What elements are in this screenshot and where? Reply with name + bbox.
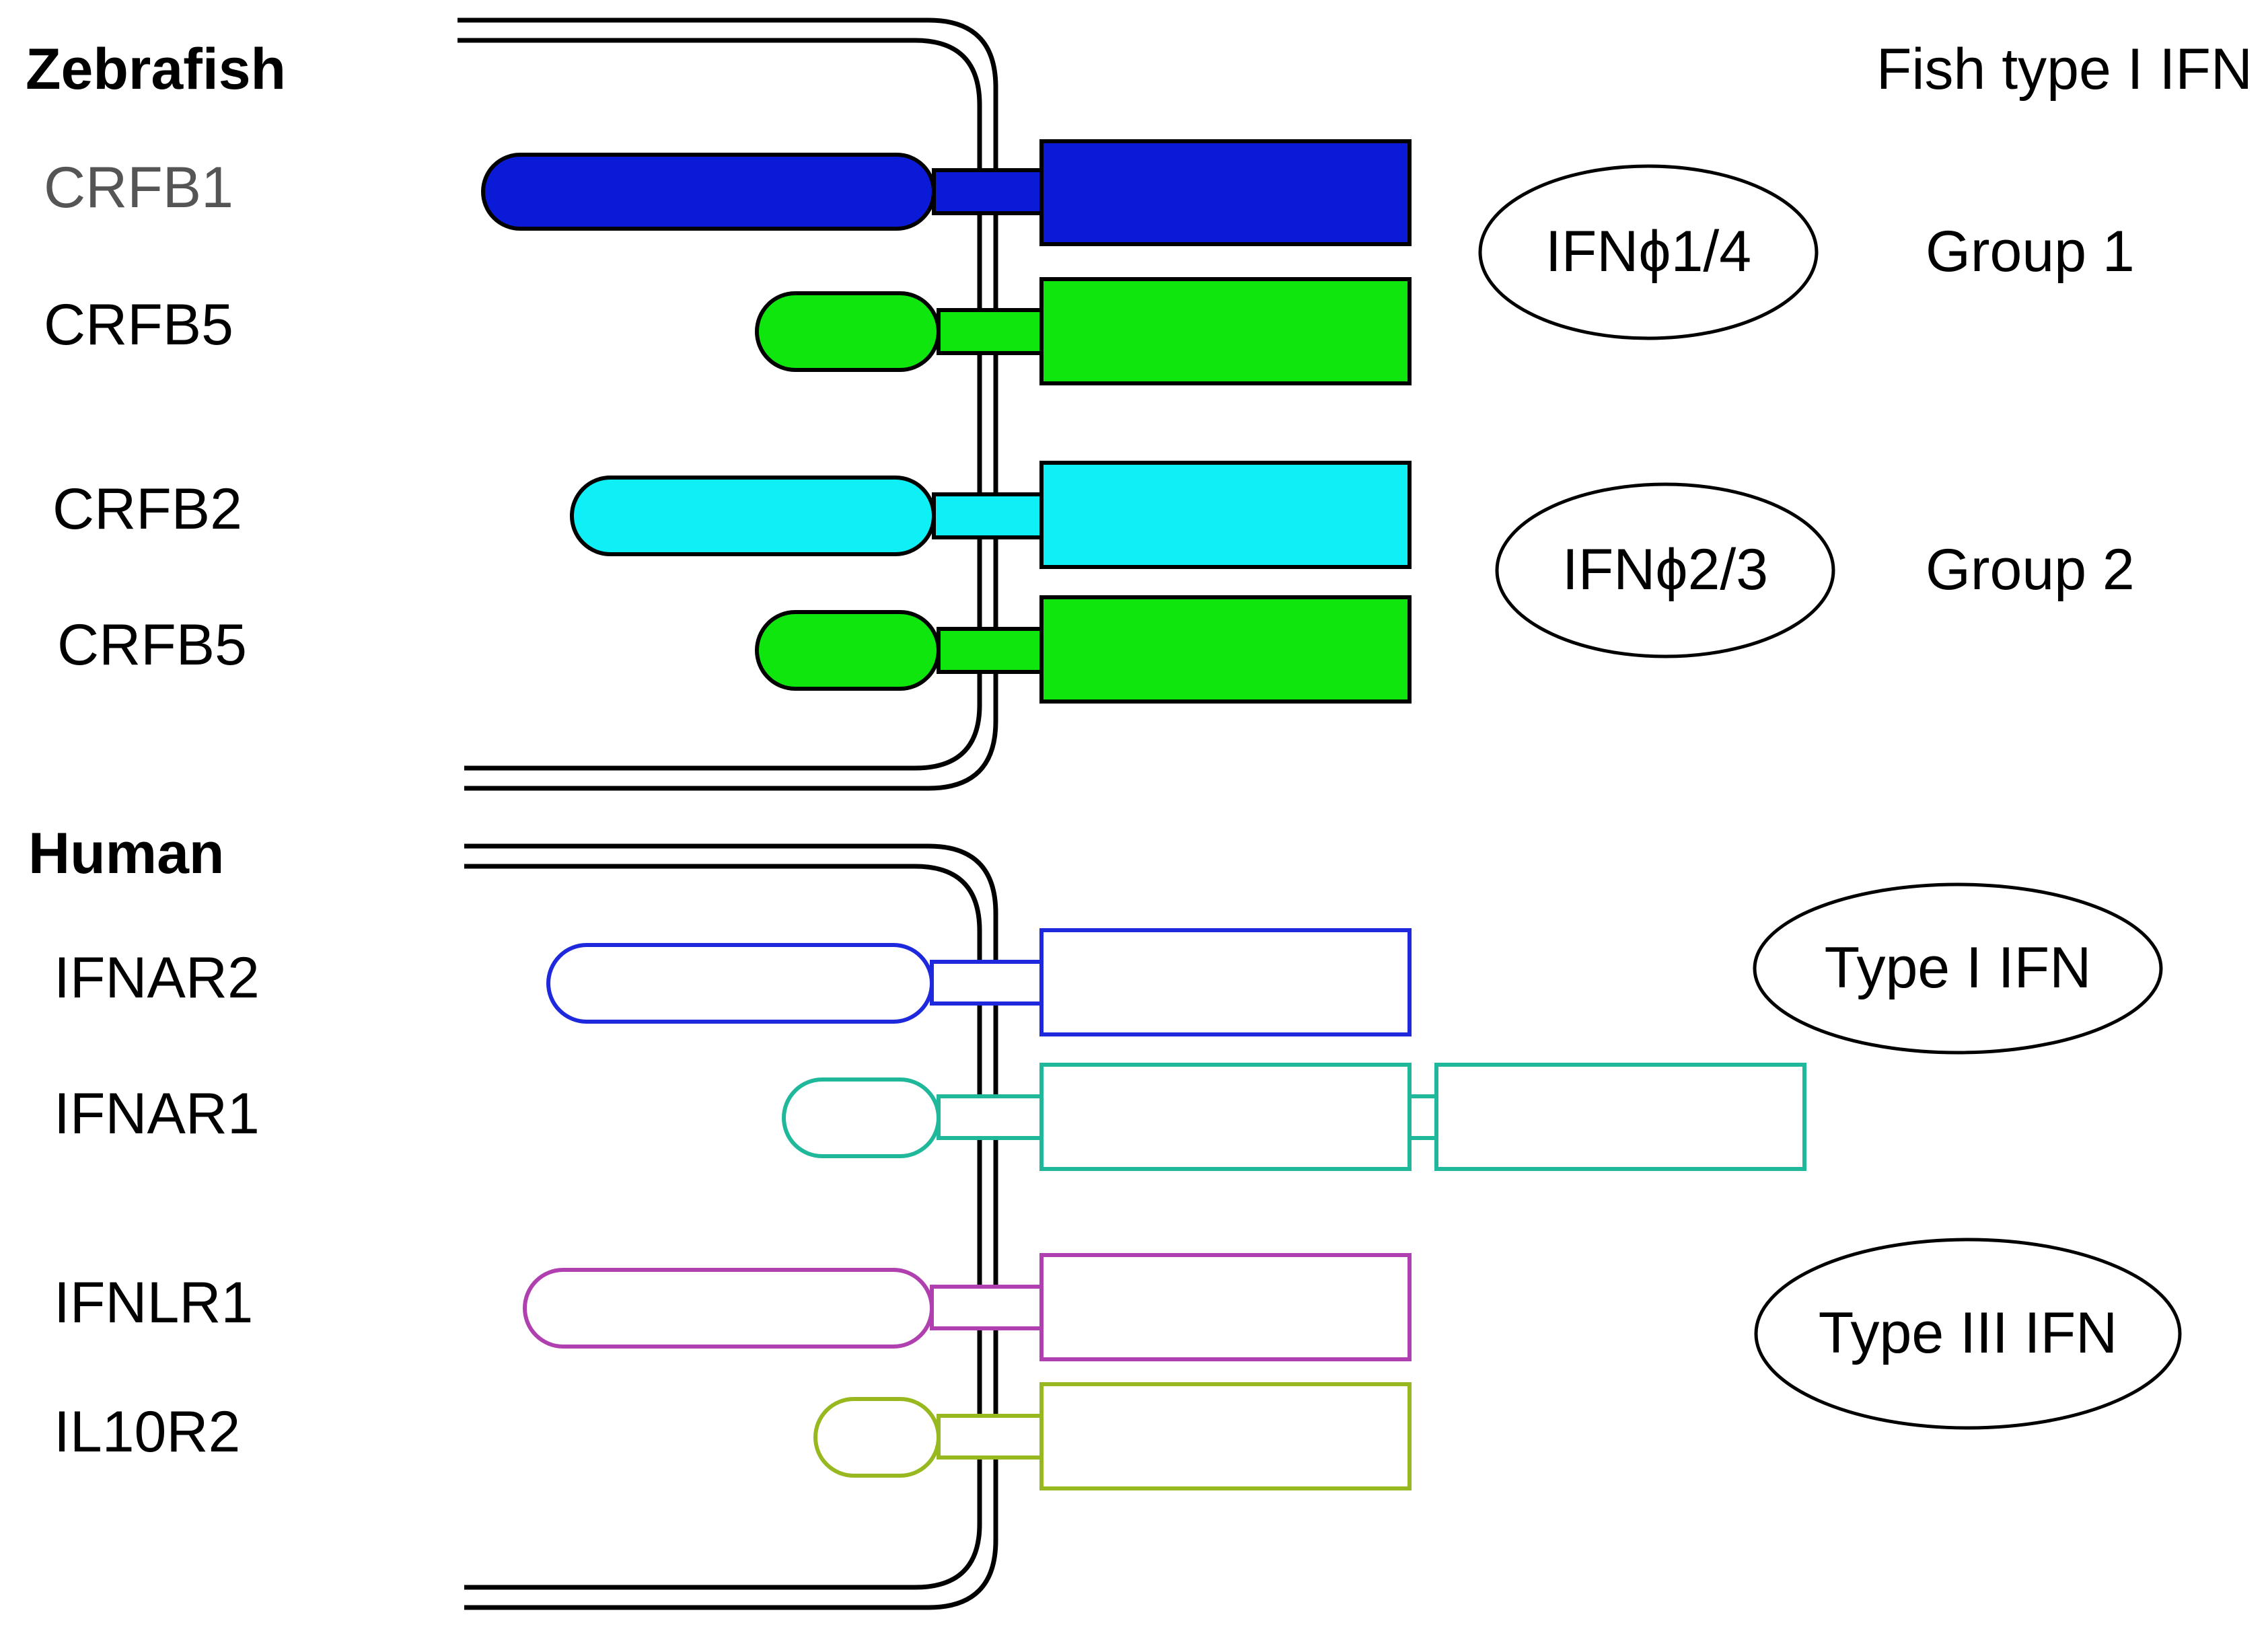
zebrafish-heading: Zebrafish [26, 37, 286, 102]
label-ifnlr1: IFNLR1 [54, 1271, 253, 1335]
receptor-crfb2 [570, 461, 1412, 569]
ligand-type-i-ifn: Type I IFN [1753, 882, 2163, 1055]
human-cell-membrane [464, 843, 998, 1610]
label-ifnar1: IFNAR1 [54, 1082, 260, 1146]
ligand-type-iii-ifn-label: Type III IFN [1819, 1301, 2117, 1365]
ligand-ifnphi2-3-label: IFNϕ2/3 [1562, 537, 1768, 602]
label-crfb2: CRFB2 [52, 477, 242, 541]
ligand-ifnphi1-4-label: IFNϕ1/4 [1545, 219, 1751, 284]
label-crfb1: CRFB1 [44, 155, 233, 220]
label-ifnar2: IFNAR2 [54, 946, 260, 1010]
label-crfb5-group2: CRFB5 [57, 613, 247, 677]
receptor-crfb5-group1 [755, 277, 1412, 385]
fish-type-i-ifn-heading: Fish type I IFN [1876, 37, 2253, 102]
ligand-ifnphi1-4: IFNϕ1/4 [1478, 164, 1819, 340]
receptor-il10r2 [813, 1382, 1412, 1490]
receptor-ifnlr1 [523, 1253, 1412, 1361]
receptor-crfb5-group2 [755, 595, 1412, 704]
group-1-label: Group 1 [1926, 219, 2135, 284]
label-il10r2: IL10R2 [54, 1400, 240, 1464]
receptor-ifnar2 [546, 928, 1412, 1036]
receptor-crfb1 [481, 139, 1412, 246]
label-crfb5-group1: CRFB5 [44, 293, 233, 357]
human-heading: Human [28, 821, 224, 886]
ligand-type-i-ifn-label: Type I IFN [1825, 936, 2092, 1000]
group-2-label: Group 2 [1926, 537, 2135, 602]
zebrafish-cell-membrane [458, 17, 998, 791]
ligand-ifnphi2-3: IFNϕ2/3 [1495, 482, 1835, 658]
ligand-type-iii-ifn: Type III IFN [1754, 1238, 2182, 1430]
receptor-ifnar1 [782, 1063, 1806, 1171]
